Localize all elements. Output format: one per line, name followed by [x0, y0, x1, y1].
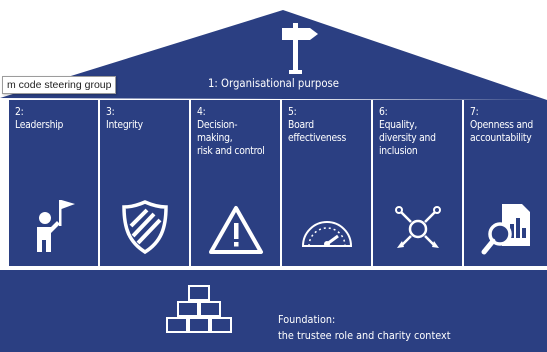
- building-blocks-icon: [166, 285, 232, 333]
- pillar-decision-making-text: 4: Decision-making, risk and control: [197, 106, 265, 157]
- foundation-text: Foundation: the trustee role and charity…: [278, 312, 451, 344]
- pillar-decision-making: 4: Decision-making, risk and control: [191, 100, 280, 266]
- leader-flag-icon: [37, 200, 75, 252]
- signpost-icon: [282, 23, 318, 74]
- foundation-block: [0, 270, 547, 352]
- diversity-arrows-icon: [395, 206, 441, 248]
- report-magnifier-icon: [481, 204, 530, 255]
- pillar-leadership: 2: Leadership: [9, 100, 98, 266]
- shield-icon: [122, 200, 168, 255]
- pillar-integrity-text: 3: Integrity: [106, 106, 143, 131]
- warning-icon: [209, 206, 263, 254]
- pillar-equality-diversity-text: 6: Equality, diversity and inclusion: [379, 106, 436, 157]
- foundation-subtitle: the trustee role and charity context: [278, 329, 451, 342]
- speedometer-icon: [301, 221, 353, 247]
- tooltip: m code steering group: [2, 76, 117, 94]
- pillar-board-effectiveness: 5: Board effectiveness: [282, 100, 371, 266]
- pillar-board-effectiveness-text: 5: Board effectiveness: [288, 106, 347, 144]
- foundation-title: Foundation:: [278, 313, 336, 326]
- pillar-openness-accountability: 7: Openness and accountability: [464, 100, 547, 266]
- pillar-integrity: 3: Integrity: [100, 100, 189, 266]
- organisational-purpose-label: 1: Organisational purpose: [207, 76, 340, 90]
- pillar-equality-diversity: 6: Equality, diversity and inclusion: [373, 100, 462, 266]
- pillar-leadership-text: 2: Leadership: [15, 106, 64, 131]
- roof: [0, 10, 547, 100]
- pillar-openness-accountability-text: 7: Openness and accountability: [470, 106, 534, 144]
